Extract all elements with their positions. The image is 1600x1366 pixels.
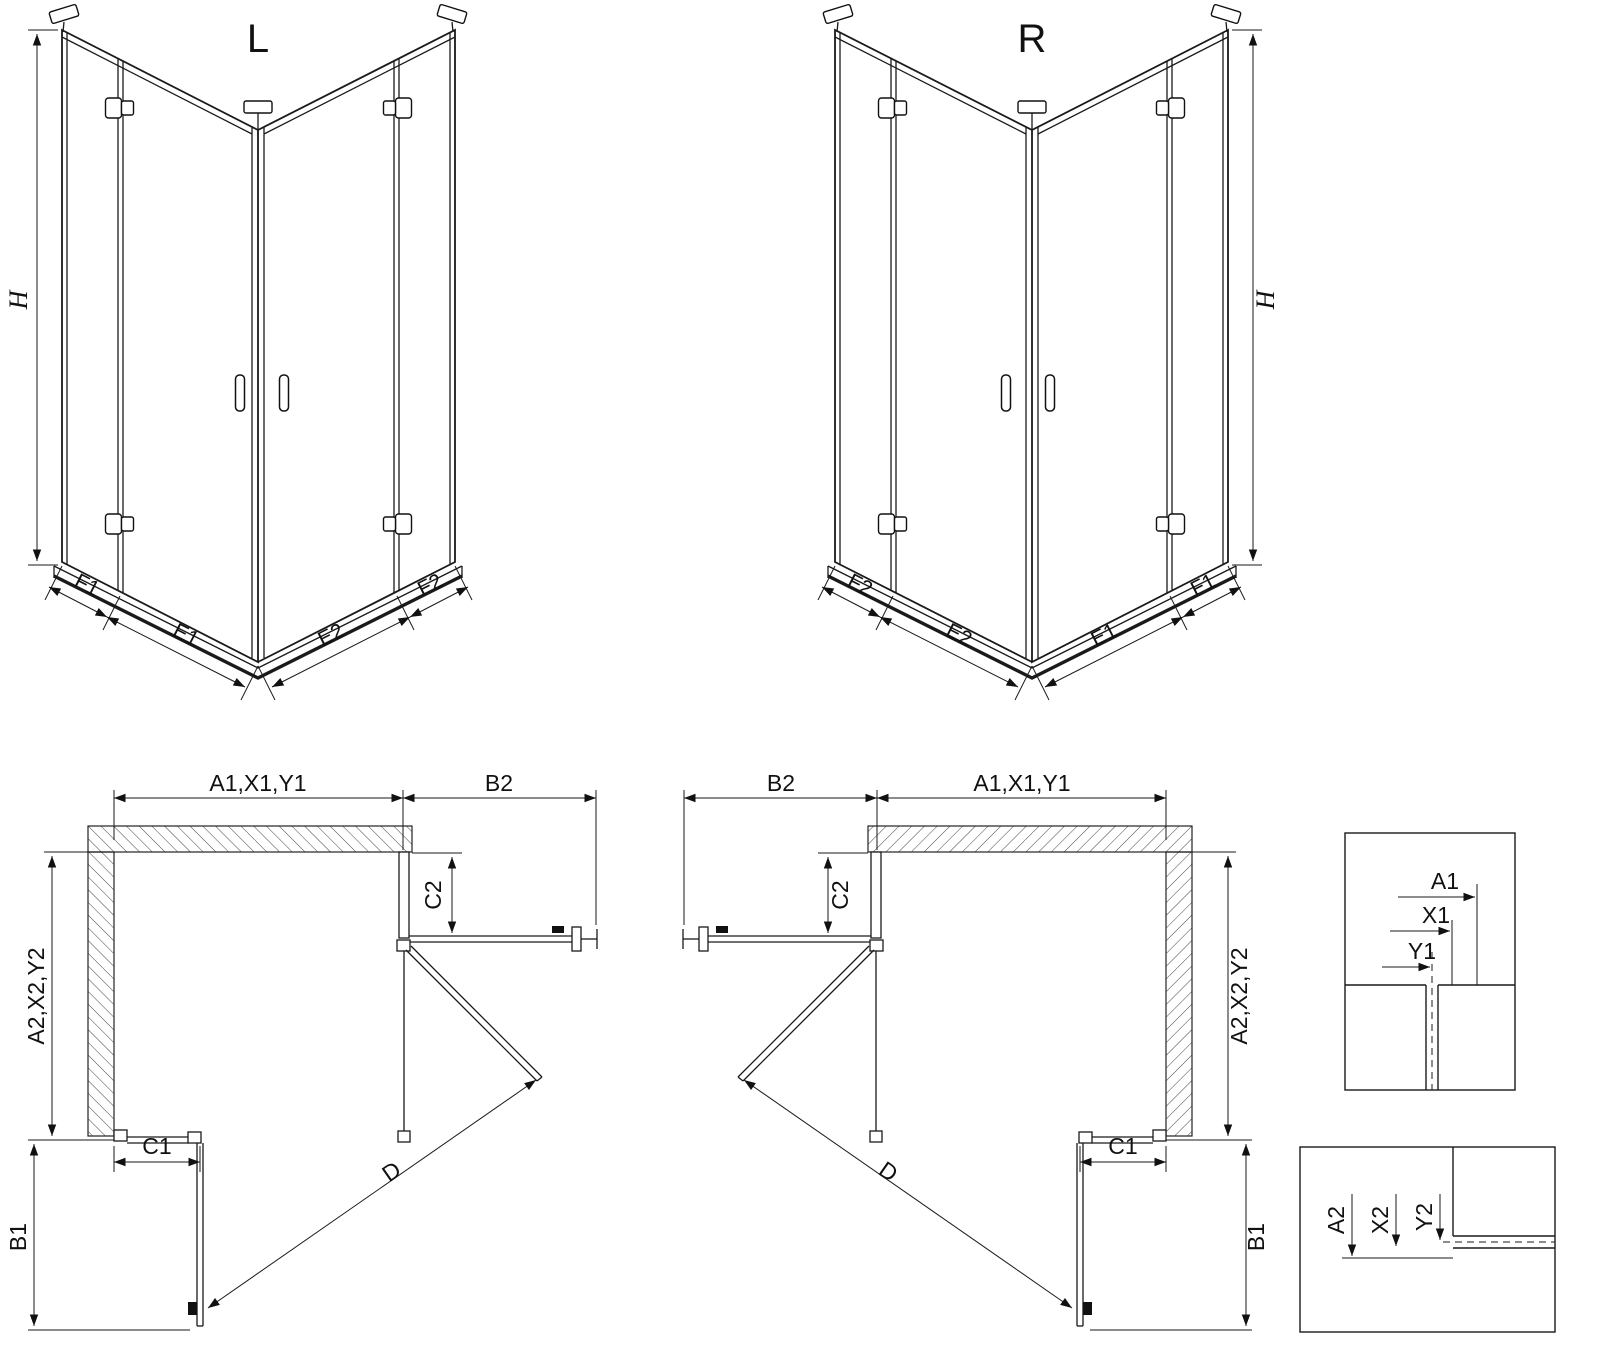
plan-view-right <box>683 790 1252 1330</box>
detail-bottom-label-y2: Y2 <box>1411 1203 1437 1231</box>
dim-label-h-right: H <box>1251 289 1280 310</box>
plan-left-label-a2x2y2: A2,X2,Y2 <box>23 947 49 1044</box>
plan-left-label-b2: B2 <box>485 770 513 796</box>
detail-bottom-label-x2: X2 <box>1367 1206 1393 1234</box>
detail-box-bottom <box>1299 1146 1556 1333</box>
detail-box-top <box>1344 832 1516 1091</box>
detail-top-label-x1: X1 <box>1422 902 1450 928</box>
plan-left-label-b1: B1 <box>5 1223 31 1251</box>
view-title-left: L <box>247 17 269 61</box>
detail-top-label-a1: A1 <box>1431 868 1459 894</box>
plan-left-label-c1: C1 <box>142 1133 171 1159</box>
plan-left-label-a1x1y1: A1,X1,Y1 <box>209 770 306 796</box>
plan-right-label-b2: B2 <box>767 770 795 796</box>
plan-view-left <box>28 790 597 1330</box>
detail-bottom-label-a2: A2 <box>1323 1206 1349 1234</box>
plan-right-label-c1: C1 <box>1108 1133 1137 1159</box>
plan-left-label-c2: C2 <box>420 880 446 909</box>
plan-right-label-c2: C2 <box>827 880 853 909</box>
plan-right-label-a2x2y2: A2,X2,Y2 <box>1226 947 1252 1044</box>
dim-label-h-left: H <box>4 289 33 310</box>
plan-left-label-d: D <box>377 1156 405 1187</box>
view-title-right: R <box>1018 17 1047 61</box>
plan-right-label-b1: B1 <box>1243 1223 1269 1251</box>
plan-right-label-d: D <box>874 1156 902 1187</box>
detail-top-label-y1: Y1 <box>1408 938 1436 964</box>
plan-right-label-a1x1y1: A1,X1,Y1 <box>973 770 1070 796</box>
